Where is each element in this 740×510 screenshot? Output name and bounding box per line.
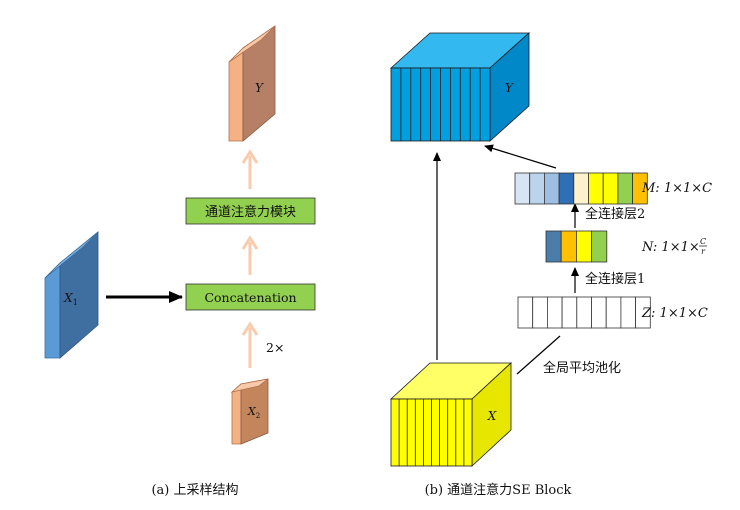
n-vector-cell — [560, 230, 577, 263]
m-vector-cell — [602, 172, 619, 205]
upsample-factor-label: 2× — [266, 340, 284, 355]
z-vector-cell — [547, 296, 563, 329]
m-vector — [514, 172, 648, 205]
x1-label: X1 — [63, 291, 78, 307]
n-frac-den: r — [701, 247, 706, 256]
m-label: M: 1×1×C — [641, 181, 712, 196]
m-vector-cell — [588, 172, 604, 205]
peach-arrow-attention-to-y — [241, 149, 259, 189]
z-vector-cell — [561, 296, 578, 329]
x-cube: X — [389, 362, 513, 467]
ya-label: Y — [255, 81, 264, 95]
x2-front — [231, 383, 242, 445]
concatenation-box: Concatenation — [185, 283, 316, 311]
ya-front — [228, 47, 244, 142]
ya-top — [228, 25, 276, 63]
z-vector-cell — [591, 296, 607, 329]
fc2-label: 全连接层2 — [585, 206, 645, 222]
y-cube: Y — [389, 32, 531, 142]
channel-attention-box: 通道注意力模块 — [185, 197, 316, 225]
m-vector-cell — [558, 172, 575, 205]
y-cube-stripes — [400, 68, 481, 141]
n-frac-num: C — [700, 237, 706, 246]
x-cube-stripes — [398, 399, 465, 466]
pooling-line — [516, 335, 561, 375]
fc1-label: 全连接层1 — [585, 271, 645, 287]
n-vector-cell — [591, 230, 608, 263]
pooling-label: 全局平均池化 — [543, 360, 621, 376]
concatenation-label: Concatenation — [204, 290, 296, 305]
z-vector-cell — [605, 296, 622, 329]
xb-label: X — [487, 409, 497, 423]
n-vector-cell — [576, 230, 593, 263]
x1-front — [44, 262, 61, 359]
x2-feature-map: X2 — [230, 378, 269, 445]
caption-a: (a) 上采样结构 — [151, 483, 238, 498]
z-vector-cell — [532, 296, 548, 329]
x2-top — [230, 378, 269, 393]
z-vector-cell — [620, 296, 637, 329]
x2-label: X2 — [247, 405, 260, 420]
m-to-y-arrow — [484, 144, 557, 169]
z-vector-cell — [635, 296, 651, 329]
panel-b: Y X 全局平均池化 Z: 1×1×C 全连接层1 N: 1×1× C r 全连… — [389, 32, 712, 498]
z-vector-cell — [576, 296, 592, 329]
x1-feature-map: X1 — [44, 231, 99, 359]
m-vector-cell — [617, 172, 634, 205]
peach-arrow-concat-to-attention — [241, 235, 259, 275]
m-vector-cell — [529, 172, 545, 205]
n-vector-cell — [545, 230, 562, 263]
m-vector-cell — [514, 172, 531, 205]
m-vector-cell — [544, 172, 560, 205]
yb-label: Y — [505, 81, 514, 95]
z-label: Z: 1×1×C — [641, 306, 708, 321]
z-vector-cell — [517, 296, 534, 329]
peach-arrow-x2-to-concat — [241, 321, 259, 368]
panel-a: X1 Concatenation 通道注意力模块 2× — [44, 25, 316, 498]
z-vector — [517, 296, 651, 329]
x1-top — [44, 231, 99, 279]
m-vector-cell — [573, 172, 589, 205]
channel-attention-label: 通道注意力模块 — [205, 204, 296, 220]
n-vector — [545, 230, 608, 263]
y-feature-map-a: Y — [228, 25, 276, 142]
m-vector-cell — [632, 172, 648, 205]
n-label: N: 1×1× — [641, 240, 700, 255]
caption-b: (b) 通道注意力SE Block — [425, 482, 572, 498]
